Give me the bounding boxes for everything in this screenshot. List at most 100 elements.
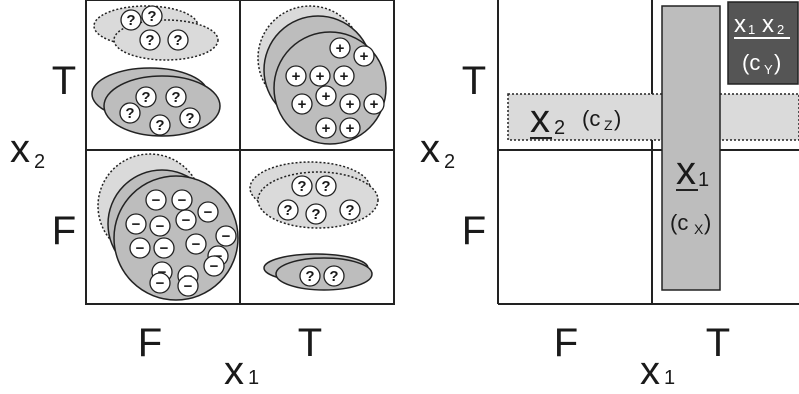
rect-x1-coef: (c: [670, 210, 688, 235]
svg-text:+: +: [298, 96, 307, 113]
svg-text:+: +: [336, 40, 345, 57]
axis-var: x: [640, 349, 660, 393]
marker-circle: ?: [277, 199, 299, 221]
svg-text:?: ?: [171, 89, 180, 106]
svg-text:?: ?: [283, 202, 292, 219]
marker-circle: −: [149, 215, 171, 237]
right-panel: x 2 (c Z ) x 1 (c X ) x 1 x 2 (c Y ): [420, 0, 799, 393]
svg-text:?: ?: [321, 178, 330, 195]
rect-x2-band: [507, 93, 799, 141]
rect-x1x2-box: [727, 1, 799, 85]
marker-circle: −: [153, 237, 175, 259]
marker-circle: ?: [119, 102, 141, 124]
svg-text:−: −: [192, 236, 201, 253]
right-y-bottom-label: F: [462, 209, 486, 253]
left-y-bottom-label: F: [52, 209, 76, 253]
axis-var-sub: 1: [664, 367, 675, 389]
svg-text:?: ?: [147, 8, 156, 25]
marker-circle: +: [329, 37, 351, 59]
rect-x1x2-coef-sub: Y: [764, 62, 773, 77]
svg-text:?: ?: [141, 89, 150, 106]
cluster-top-left-large: ?????: [91, 67, 221, 137]
rect-x1-var: x: [676, 149, 696, 193]
rect-x2-coef: (c: [582, 106, 600, 131]
marker-circle: +: [291, 93, 313, 115]
rect-x1-band: [661, 5, 721, 291]
marker-circle: −: [185, 233, 207, 255]
marker-circle: ?: [141, 5, 163, 27]
marker-circle: ?: [339, 199, 361, 221]
right-y-axis-name: x 2: [420, 127, 455, 173]
svg-text:−: −: [210, 258, 219, 275]
marker-circle: ?: [139, 29, 161, 51]
right-x-axis-name: x 1: [640, 349, 675, 393]
marker-circle: ?: [315, 175, 337, 197]
positive-markers: +++++++++++: [285, 37, 385, 139]
svg-text:−: −: [156, 218, 165, 235]
marker-circle: −: [175, 209, 197, 231]
svg-text:+: +: [360, 48, 369, 65]
svg-text:?: ?: [305, 268, 314, 285]
svg-text:+: +: [346, 120, 355, 137]
rect-x1x2-close: ): [774, 50, 781, 75]
svg-text:+: +: [316, 68, 325, 85]
svg-text:?: ?: [145, 32, 154, 49]
marker-circle: ?: [179, 107, 201, 129]
axis-var-sub: 2: [34, 151, 45, 173]
marker-circle: ?: [323, 265, 345, 287]
svg-text:?: ?: [155, 117, 164, 134]
svg-text:−: −: [132, 216, 141, 233]
svg-text:?: ?: [297, 178, 306, 195]
marker-circle: −: [149, 272, 171, 294]
marker-circle: +: [309, 65, 331, 87]
negative-markers: −−−−−−−−−−−−−−−−: [125, 189, 237, 297]
rect-x1x2: x 1 x 2 (c Y ): [727, 1, 799, 85]
marker-circle: ?: [135, 86, 157, 108]
unknown-markers-top-left-a: ????: [120, 5, 189, 51]
rect-x2-close: ): [614, 106, 621, 131]
marker-circle: −: [125, 213, 147, 235]
axis-var: x: [224, 349, 244, 393]
rect-x1x2-var-a: x: [734, 11, 746, 38]
axis-var: x: [420, 127, 440, 171]
svg-text:+: +: [292, 68, 301, 85]
svg-text:+: +: [322, 88, 331, 105]
marker-circle: +: [333, 65, 355, 87]
svg-text:+: +: [340, 68, 349, 85]
marker-circle: +: [285, 65, 307, 87]
marker-circle: −: [171, 189, 193, 211]
marker-circle: ?: [165, 86, 187, 108]
marker-circle: ?: [299, 265, 321, 287]
rect-x2-var: x: [530, 97, 550, 141]
cluster-top-left-small: ????: [93, 5, 219, 61]
svg-text:−: −: [178, 192, 187, 209]
rect-x1x2-coef: (c: [742, 50, 760, 75]
rect-x1: x 1 (c X ): [661, 5, 721, 291]
left-panel: ???? ????? +++++++++++ −−−−−−−−−−−−−−−− …: [10, 0, 395, 393]
left-y-axis-name: x 2: [10, 127, 45, 173]
svg-text:?: ?: [125, 105, 134, 122]
marker-circle: ?: [149, 114, 171, 136]
svg-text:+: +: [322, 120, 331, 137]
svg-text:?: ?: [329, 268, 338, 285]
svg-text:−: −: [152, 192, 161, 209]
svg-text:?: ?: [311, 206, 320, 223]
rect-x1-close: ): [704, 210, 711, 235]
svg-text:?: ?: [185, 110, 194, 127]
svg-text:−: −: [204, 204, 213, 221]
marker-circle: −: [177, 275, 199, 297]
marker-circle: ?: [291, 175, 313, 197]
marker-circle: ?: [120, 9, 142, 31]
cluster-bottom-right: ????? ??: [249, 161, 379, 291]
svg-text:−: −: [156, 275, 165, 292]
marker-circle: +: [315, 117, 337, 139]
left-x-left-label: F: [138, 321, 162, 365]
svg-text:−: −: [136, 240, 145, 257]
axis-var: x: [10, 127, 30, 171]
marker-circle: +: [315, 85, 337, 107]
rect-x2-coef-sub: Z: [604, 117, 613, 133]
rect-x1x2-var-a-sub: 1: [748, 22, 755, 37]
marker-circle: +: [363, 93, 385, 115]
marker-circle: −: [197, 201, 219, 223]
svg-text:−: −: [158, 264, 167, 281]
